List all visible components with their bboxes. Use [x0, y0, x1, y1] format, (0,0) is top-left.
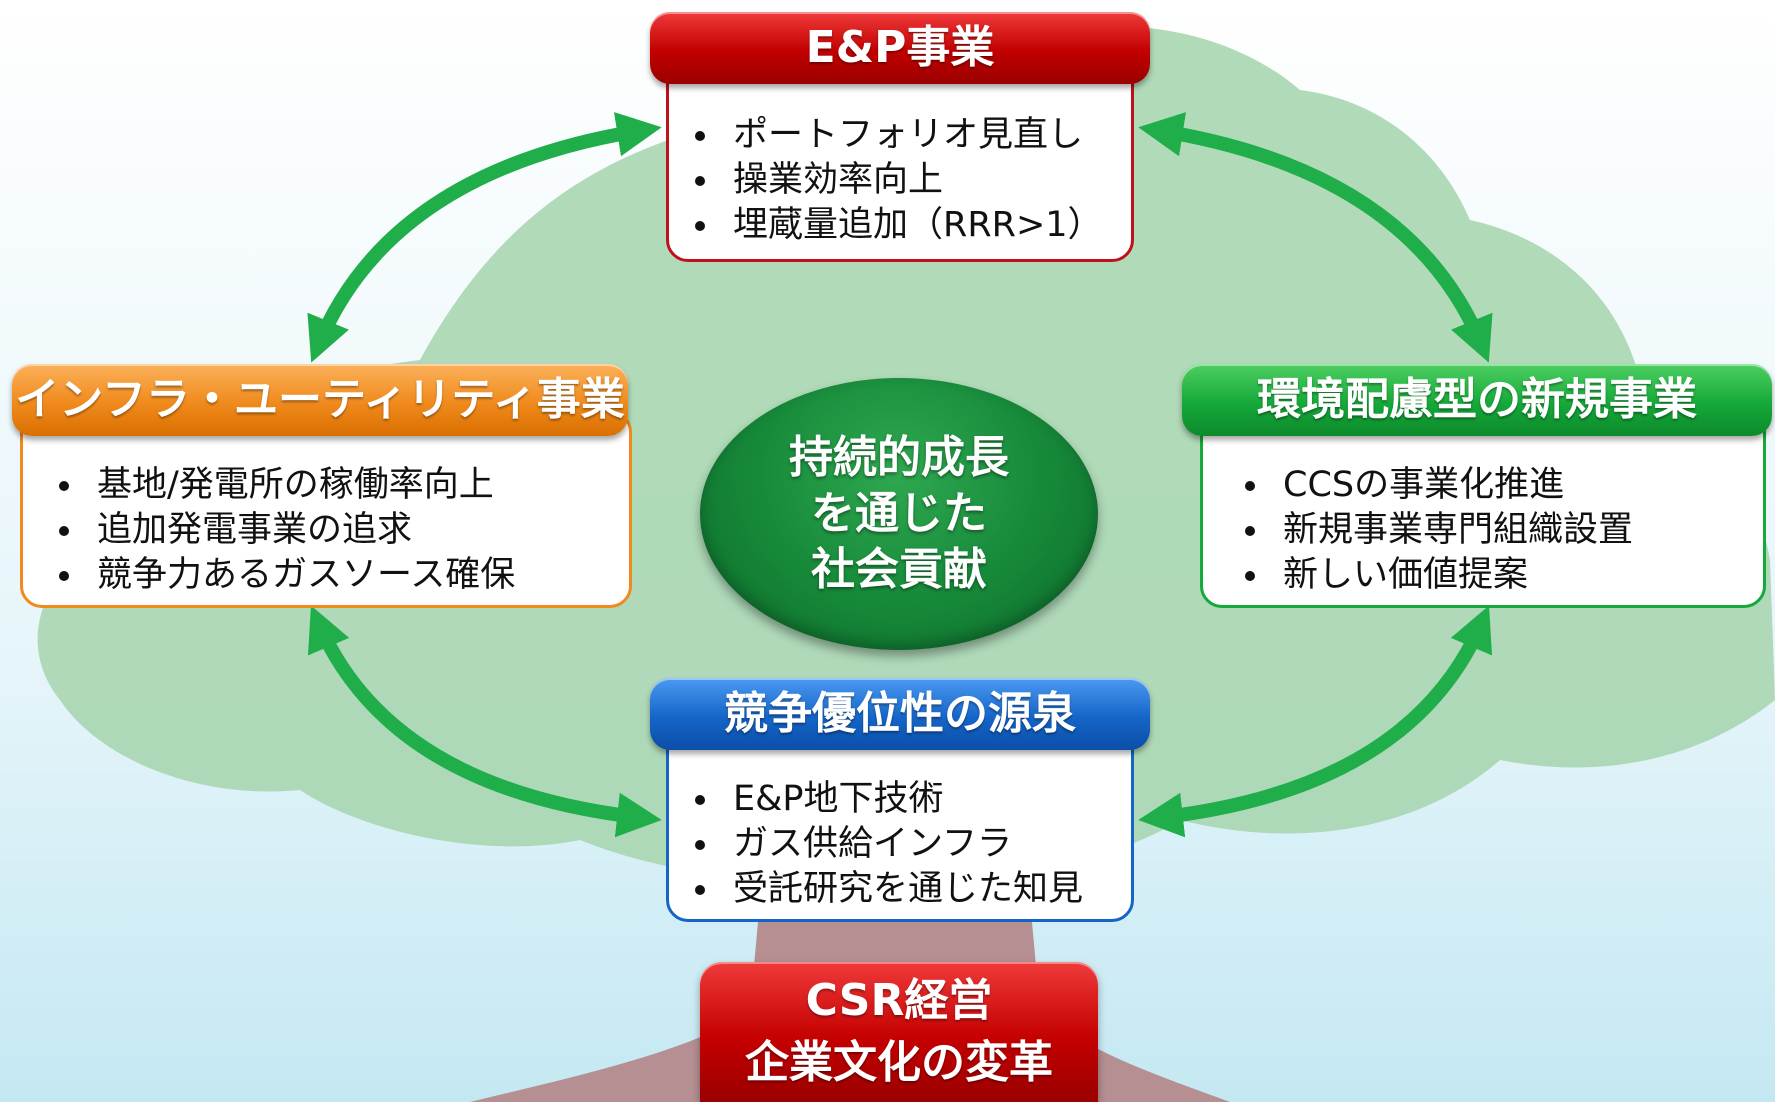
- list-item: 受託研究を通じた知見: [683, 867, 1131, 912]
- center-goal-ellipse: 持続的成長 を通じた 社会貢献: [700, 378, 1098, 650]
- list-item: 埋蔵量追加（RRR>1）: [683, 203, 1131, 248]
- competitive-advantage-body: E&P地下技術 ガス供給インフラ 受託研究を通じた知見: [666, 724, 1134, 922]
- arrow-ep-env: [1138, 112, 1493, 363]
- list-item: 追加発電事業の追求: [47, 508, 629, 553]
- list-item: 操業効率向上: [683, 158, 1131, 203]
- csr-foundation-line: CSR経営: [805, 975, 993, 1026]
- arrow-ep-infra: [307, 112, 662, 363]
- csr-foundation-box: CSR経営 企業文化の変革: [700, 962, 1098, 1102]
- ep-business-list: ポートフォリオ見直し 操業効率向上 埋蔵量追加（RRR>1）: [683, 113, 1131, 248]
- center-goal-line: 持続的成長: [789, 432, 1009, 483]
- infra-utility-body: 基地/発電所の稼働率向上 追加発電事業の追求 競争力あるガスソース確保: [20, 410, 632, 608]
- list-item: 基地/発電所の稼働率向上: [47, 463, 629, 508]
- competitive-advantage-list: E&P地下技術 ガス供給インフラ 受託研究を通じた知見: [683, 777, 1131, 912]
- infra-utility-list: 基地/発電所の稼働率向上 追加発電事業の追求 競争力あるガスソース確保: [47, 463, 629, 598]
- list-item: ガス供給インフラ: [683, 822, 1131, 867]
- list-item: 新規事業専門組織設置: [1233, 508, 1763, 553]
- ep-business-body: ポートフォリオ見直し 操業効率向上 埋蔵量追加（RRR>1）: [666, 58, 1134, 262]
- infra-utility-title: インフラ・ユーティリティ事業: [12, 364, 628, 436]
- ep-business-title: E&P事業: [650, 12, 1150, 84]
- list-item: ポートフォリオ見直し: [683, 113, 1131, 158]
- list-item: E&P地下技術: [683, 777, 1131, 822]
- arrow-infra-adv: [308, 605, 662, 838]
- csr-foundation-line: 企業文化の変革: [745, 1037, 1053, 1088]
- connecting-arrows: [307, 112, 1493, 838]
- env-new-business-box: 環境配慮型の新規事業 CCSの事業化推進 新規事業専門組織設置 新しい価値提案: [1182, 364, 1772, 608]
- env-new-business-body: CCSの事業化推進 新規事業専門組織設置 新しい価値提案: [1200, 410, 1766, 608]
- arrow-env-adv: [1138, 605, 1492, 838]
- center-goal-line: 社会貢献: [811, 544, 987, 595]
- infra-utility-box: インフラ・ユーティリティ事業 基地/発電所の稼働率向上 追加発電事業の追求 競争…: [12, 364, 632, 608]
- list-item: 競争力あるガスソース確保: [47, 553, 629, 598]
- list-item: 新しい価値提案: [1233, 553, 1763, 598]
- env-new-business-list: CCSの事業化推進 新規事業専門組織設置 新しい価値提案: [1233, 463, 1763, 598]
- env-new-business-title: 環境配慮型の新規事業: [1182, 364, 1772, 436]
- list-item: CCSの事業化推進: [1233, 463, 1763, 508]
- ep-business-box: E&P事業 ポートフォリオ見直し 操業効率向上 埋蔵量追加（RRR>1）: [650, 12, 1150, 262]
- center-goal-line: を通じた: [811, 488, 987, 539]
- competitive-advantage-box: 競争優位性の源泉 E&P地下技術 ガス供給インフラ 受託研究を通じた知見: [650, 678, 1150, 922]
- competitive-advantage-title: 競争優位性の源泉: [650, 678, 1150, 750]
